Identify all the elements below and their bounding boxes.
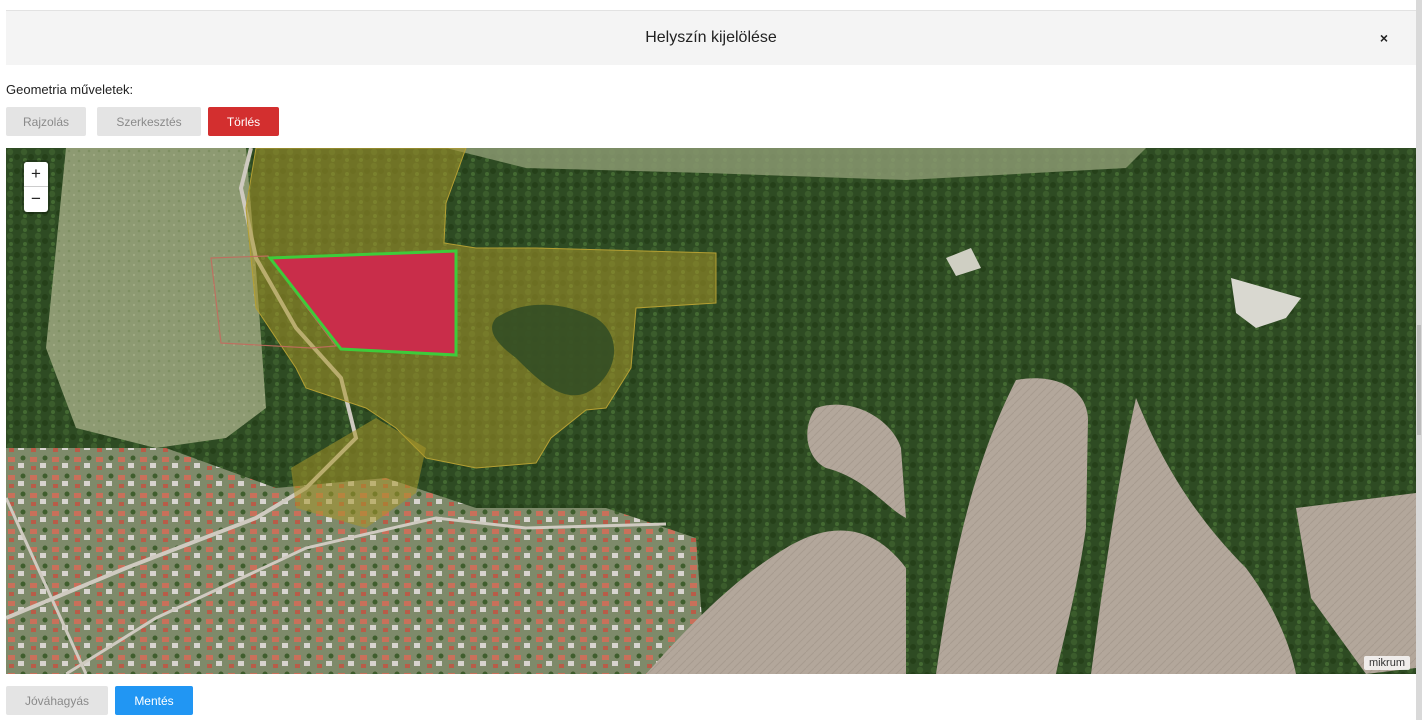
zoom-out-button[interactable]: −	[24, 187, 48, 211]
save-button[interactable]: Mentés	[115, 686, 193, 715]
delete-button[interactable]: Törlés	[208, 107, 279, 136]
zoom-in-button[interactable]: +	[24, 162, 48, 187]
modal-header: Helyszín kijelölése ×	[6, 10, 1416, 65]
map-view[interactable]: + − mikrum	[6, 148, 1416, 674]
approve-button[interactable]: Jóváhagyás	[6, 686, 108, 715]
parcel-overlay	[245, 148, 717, 469]
modal-title: Helyszín kijelölése	[645, 29, 777, 46]
selected-polygon[interactable]	[267, 249, 458, 357]
geometry-operations-label: Geometria műveletek:	[6, 82, 134, 97]
map-attribution[interactable]: mikrum	[1363, 656, 1410, 670]
close-icon[interactable]: ×	[1379, 30, 1389, 46]
zoom-control: + −	[24, 162, 48, 212]
page-scrollbar[interactable]	[1416, 0, 1422, 720]
scrollbar-thumb[interactable]	[1417, 325, 1421, 435]
edit-button[interactable]: Szerkesztés	[97, 107, 201, 136]
draw-button[interactable]: Rajzolás	[6, 107, 86, 136]
satellite-imagery	[6, 148, 1416, 674]
